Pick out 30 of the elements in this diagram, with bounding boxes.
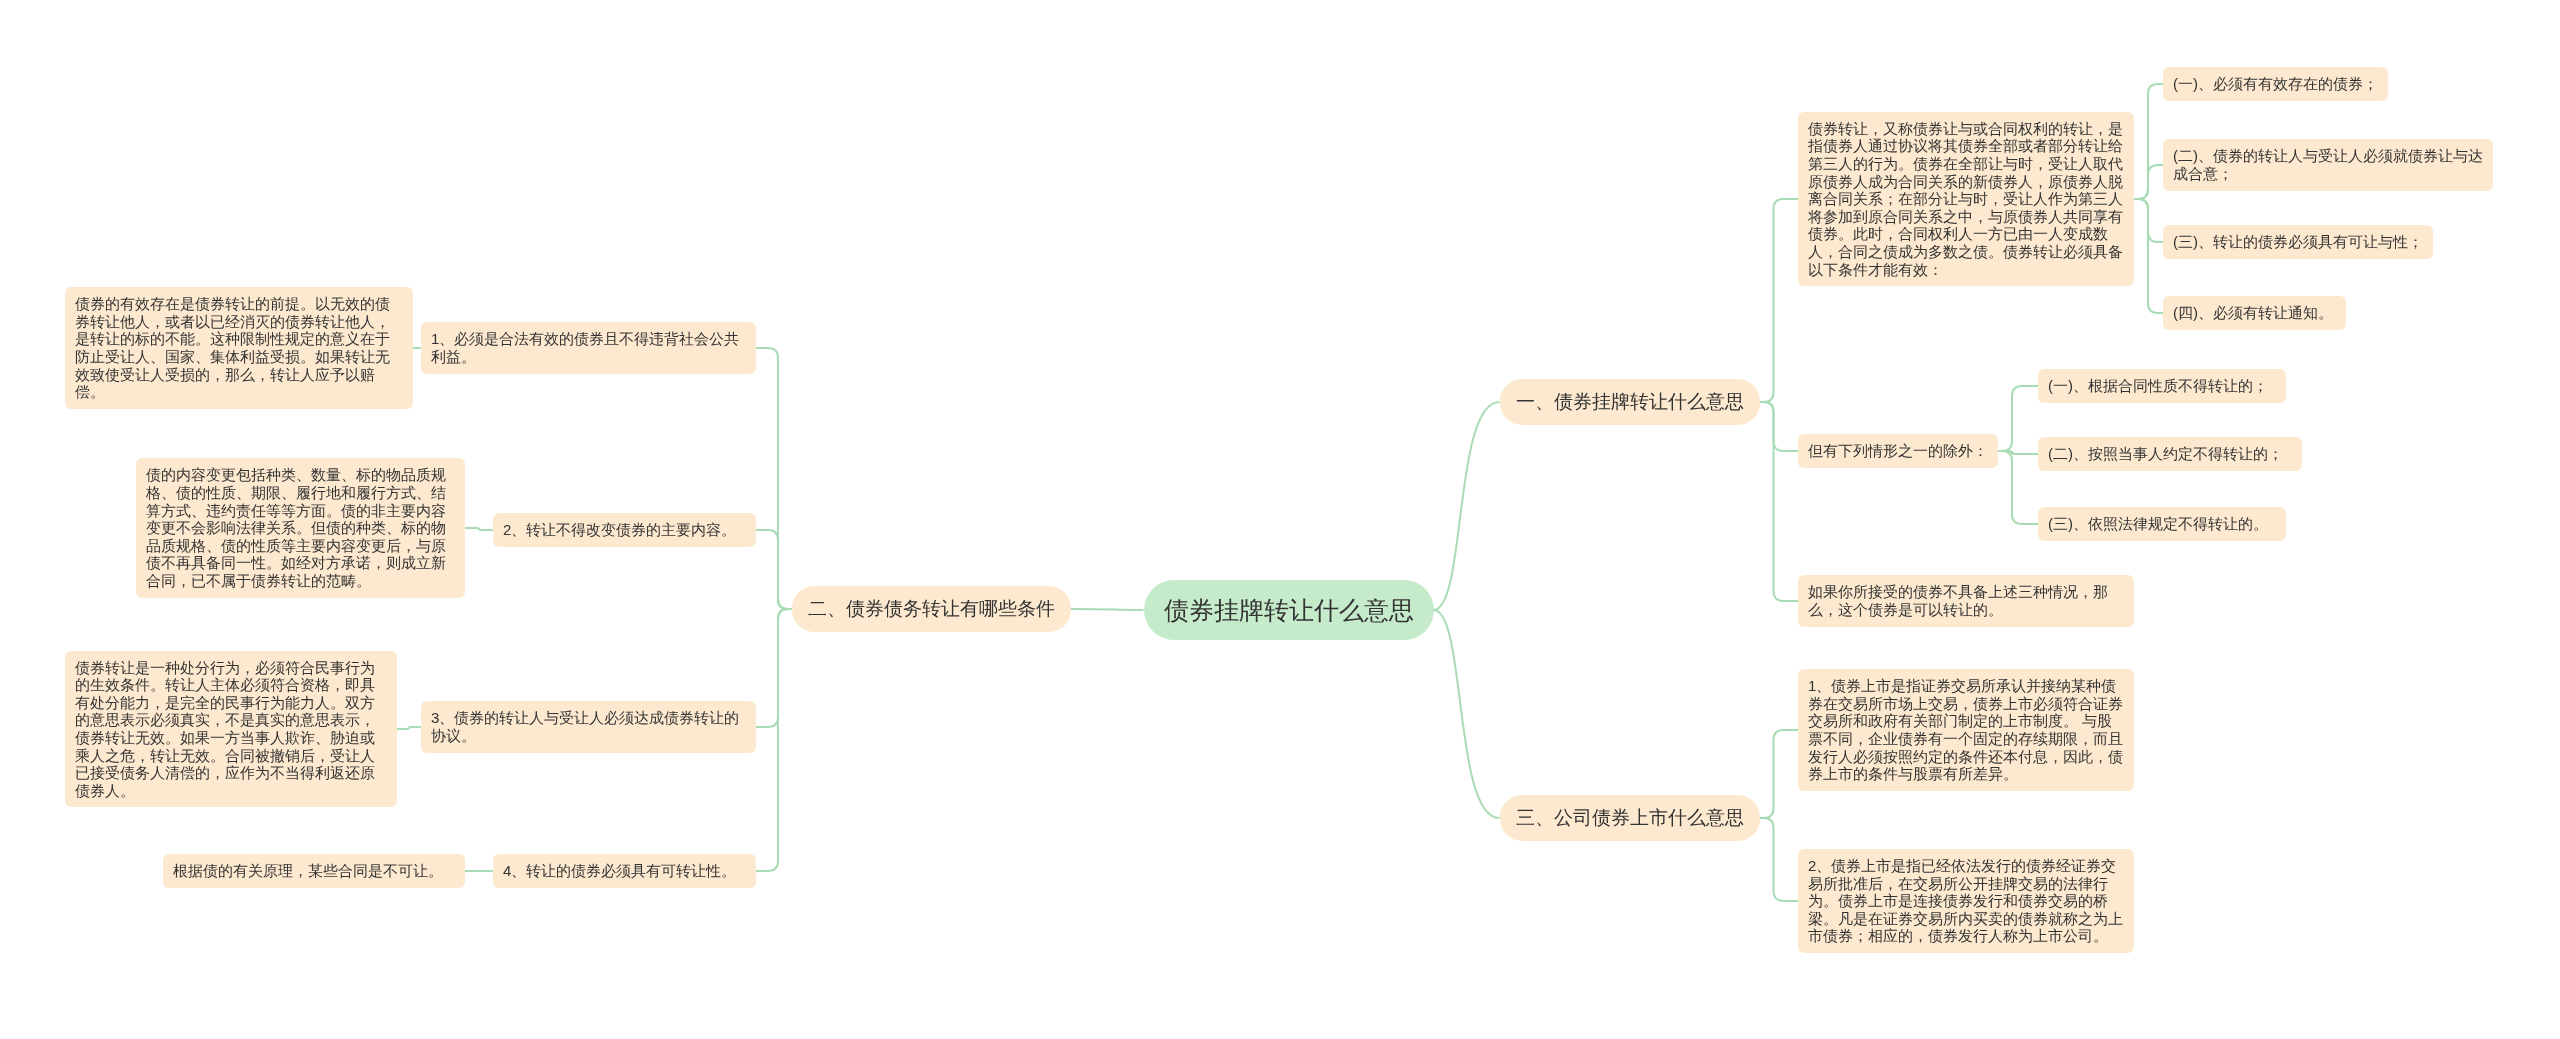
branch-topic: 一、债券挂牌转让什么意思 <box>1499 379 1760 425</box>
topic-box: (二)、债券的转让人与受让人必须就债券让与达成合意； <box>2163 139 2493 191</box>
topic-box: (三)、依照法律规定不得转让的。 <box>2038 507 2286 541</box>
topic-box: 债券转让，又称债券让与或合同权利的转让，是指债券人通过协议将其债券全部或者部分转让给第三人的行为。债券在全部让与时，受让人取代原债券人成为合同关系的新债券人，原债券人脱离合同关系；在部分让与时，受让人作为第三人将参加到原合同关系之中，与原债券人共同享有债券。此时，合同权利人一方已由一人变成数人，合同之债成为多数之债。债券转让必须具备以下条件才能有效： <box>1798 111 2134 287</box>
topic-box: 2、债券上市是指已经依法发行的债券经证券交易所批准后，在交易所公开挂牌交易的法律行为。债券上市是连接债券发行和债券交易的桥梁。凡是在证券交易所内买卖的债券就称之为上市债券；相应的，债券发行人称为上市公司。 <box>1798 849 2134 953</box>
topic-box: (一)、根据合同性质不得转让的； <box>2038 369 2286 403</box>
topic-box: 1、债券上市是指证券交易所承认并接纳某种债券在交易所市场上交易，债券上市必须符合证券交易所和政府有关部门制定的上市制度。 与股票不同，企业债券有一个固定的存续期限，而且发行人必须按照约定的条件还本付息，因此，债券上市的条件与股票有所差异。 <box>1798 669 2134 791</box>
topic-box: (三)、转让的债券必须具有可让与性； <box>2163 225 2433 259</box>
connector-line <box>1432 609 1501 819</box>
topic-box: 如果你所接受的债券不具备上述三种情况，那么，这个债券是可以转让的。 <box>1798 575 2134 627</box>
topic-box: 2、转让不得改变债券的主要内容。 <box>493 513 756 547</box>
connector-line <box>1070 608 1145 611</box>
branch-topic: 三、公司债券上市什么意思 <box>1499 795 1760 841</box>
branch-topic: 二、债券债务转让有哪些条件 <box>792 586 1071 632</box>
connector-line <box>464 870 494 872</box>
topic-box: 4、转让的债券必须具有可转让性。 <box>493 854 756 888</box>
connector-line <box>396 726 422 730</box>
topic-box: 债的内容变更包括种类、数量、标的物品质规格、债的性质、期限、履行地和履行方式、结算方式、违约责任等等方面。债的非主要内容变更不会影响法律关系。但债的种类、标的物品质规格、债的性质等主要内容变更后，与原债不再具备同一性。如经对方承诺，则成立新合同，已不属于债券转让的范畴。 <box>136 458 465 598</box>
topic-box: 债券的有效存在是债券转让的前提。以无效的债券转让他人，或者以已经消灭的债券转让他人，是转让的标的不能。这种限制性规定的意义在于防止受让人、国家、集体利益受损。如果转让无效致使受让人受损的，那么，转让人应予以赔偿。 <box>65 287 413 409</box>
topic-box: (二)、按照当事人约定不得转让的； <box>2038 437 2302 471</box>
topic-box: 3、债券的转让人与受让人必须达成债券转让的协议。 <box>421 701 756 753</box>
central-topic: 债券挂牌转让什么意思 <box>1143 580 1434 640</box>
topic-box: 债券转让是一种处分行为，必须符合民事行为的生效条件。转让人主体必须符合资格，即具有处分能力，是完全的民事行为能力人。双方的意思表示必须真实，不是真实的意思表示，债券转让无效。如果一方当事人欺诈、胁迫或乘人之危，转让无效。合同被撤销后，受让人已接受债务人清偿的，应作为不当得利返还原债券人。 <box>65 650 397 808</box>
topic-box: 根据债的有关原理，某些合同是不可让。 <box>163 854 465 888</box>
topic-box: (四)、必须有转让通知。 <box>2163 296 2346 330</box>
topic-box: (一)、必须有有效存在的债券； <box>2163 67 2388 101</box>
topic-box: 1、必须是合法有效的债券且不得违背社会公共利益。 <box>421 322 756 374</box>
topic-box: 但有下列情形之一的除外： <box>1798 434 1998 468</box>
connector-line <box>464 527 494 531</box>
connector-line <box>412 347 422 349</box>
